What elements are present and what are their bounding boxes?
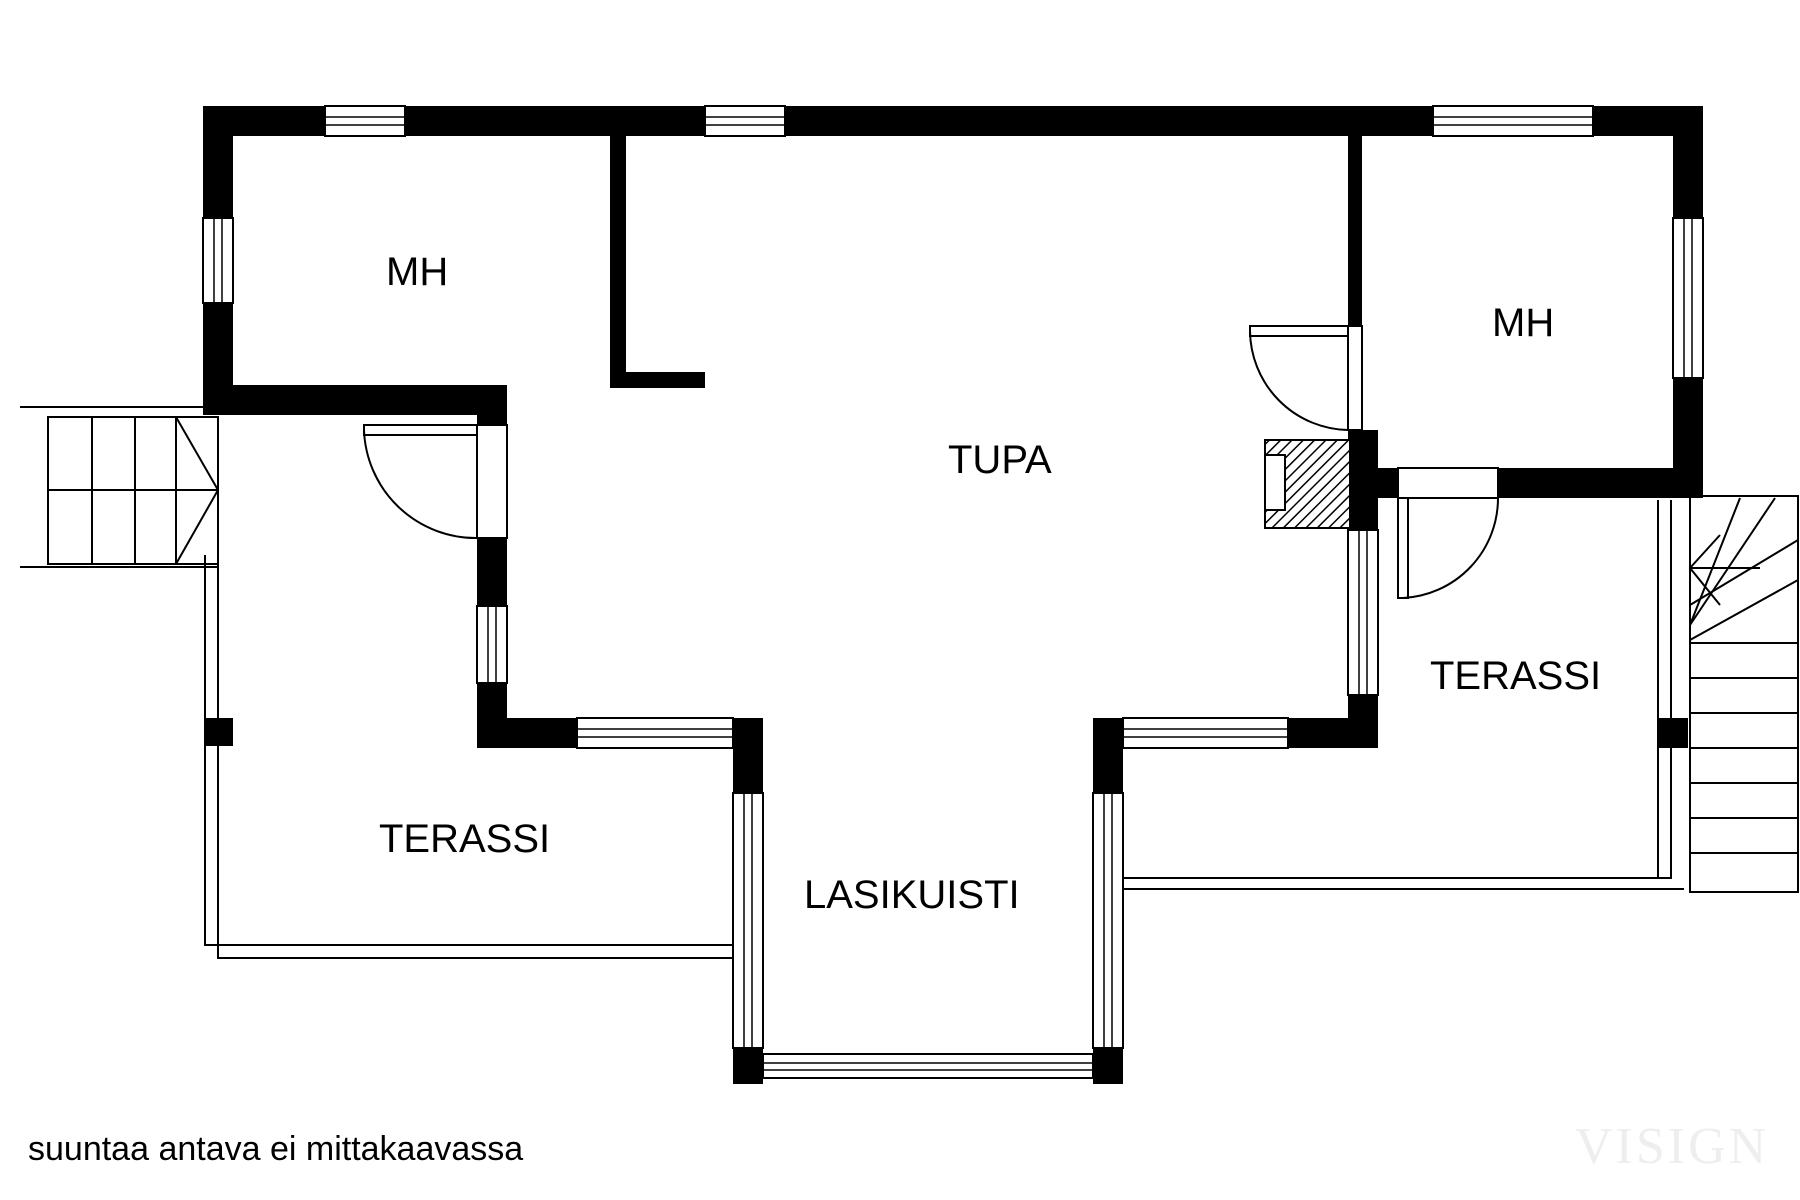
windows — [202, 105, 1704, 1079]
room-label-terassi-left: TERASSI — [379, 817, 550, 861]
left-stairs — [20, 406, 220, 568]
scale-disclaimer: suuntaa antava ei mittakaavassa — [28, 1130, 523, 1168]
room-label-mh-left: MH — [386, 250, 448, 294]
terrace-outlines — [204, 500, 1684, 959]
right-stairs — [1688, 495, 1799, 893]
fireplace — [1264, 439, 1351, 529]
room-label-mh-right: MH — [1492, 301, 1554, 345]
room-label-lasikuisti: LASIKUISTI — [804, 873, 1020, 917]
doors — [363, 325, 1500, 599]
room-label-terassi-right: TERASSI — [1430, 654, 1601, 698]
watermark-logo: VISIGN — [1575, 1118, 1769, 1175]
room-label-tupa: TUPA — [948, 438, 1052, 482]
